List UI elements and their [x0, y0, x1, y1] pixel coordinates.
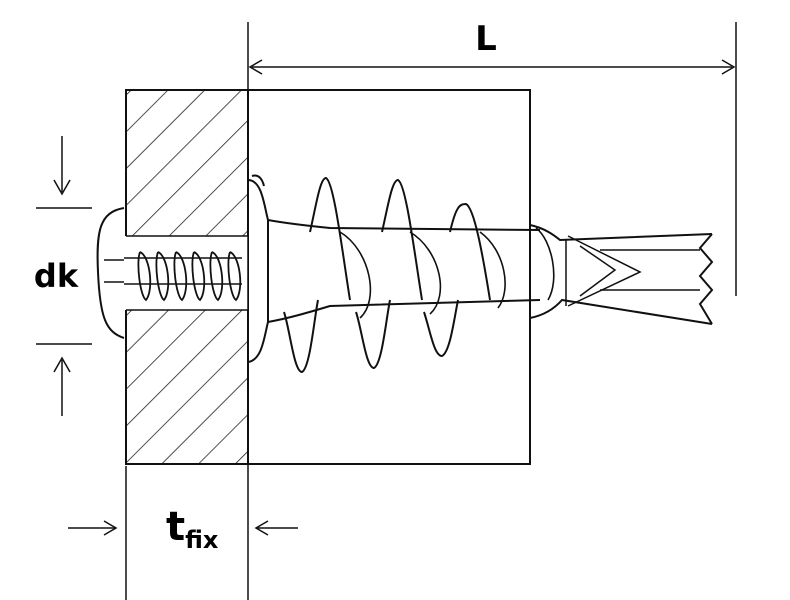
drywall-anchor	[247, 174, 714, 374]
screw-thread	[137, 251, 242, 302]
base-material-block	[247, 89, 531, 465]
length-dimension: L	[247, 19, 737, 600]
thread-coil	[227, 251, 242, 302]
anchor-spiral	[339, 227, 555, 319]
thread-coil	[155, 251, 170, 302]
fixture-thickness-label: tfix	[166, 504, 219, 554]
anchor-flight	[355, 178, 423, 370]
anchor-flight	[283, 176, 351, 374]
head-diameter-dimension: dk	[34, 136, 92, 416]
thread-coil	[191, 251, 206, 302]
thread-coil	[209, 251, 224, 302]
head-diameter-label: dk	[34, 257, 79, 295]
fixture-thickness-dimension: tfix	[68, 466, 298, 600]
anchor-flight	[423, 202, 491, 358]
length-label: L	[475, 19, 497, 59]
thread-coil	[173, 251, 188, 302]
thread-coil	[137, 251, 152, 302]
